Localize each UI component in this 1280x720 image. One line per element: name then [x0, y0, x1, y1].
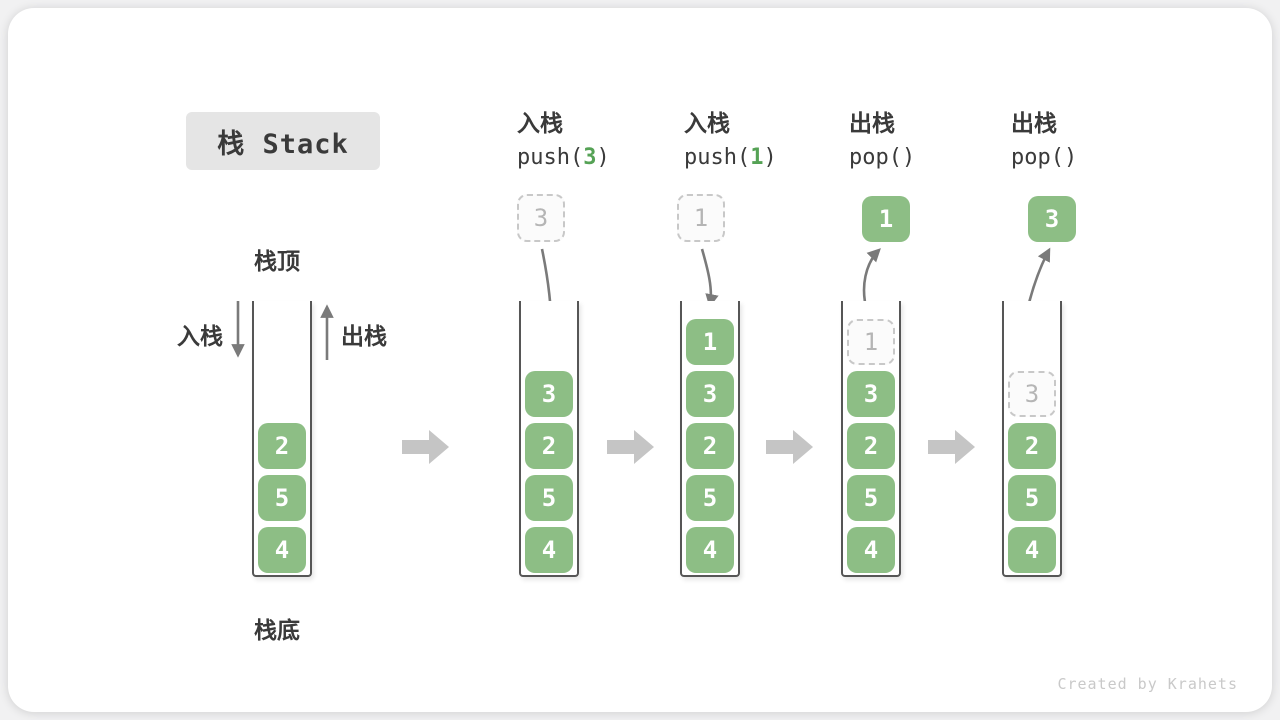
- stack-cell: 2: [525, 423, 573, 469]
- code-pre: push(: [684, 145, 751, 170]
- code-arg: 1: [750, 145, 764, 170]
- stack-cell: 4: [847, 527, 895, 573]
- stack-cell: 5: [847, 475, 895, 521]
- code-arg: 3: [583, 145, 597, 170]
- stack-cell: 4: [1008, 527, 1056, 573]
- popped-value-box: 3: [1028, 196, 1076, 242]
- code-post: ): [763, 145, 777, 170]
- popped-value-box: 1: [862, 196, 910, 242]
- stage-code-label: pop(): [849, 145, 915, 170]
- stack-cell: 2: [1008, 423, 1056, 469]
- stack-cell: 5: [686, 475, 734, 521]
- stack-cell: 5: [525, 475, 573, 521]
- stage-header-push-3: 入栈 push(3): [517, 104, 610, 170]
- stack-cell: 3: [847, 371, 895, 417]
- code-pre: pop(): [849, 145, 916, 170]
- stack-after-push-3: 3 2 5 4: [519, 301, 579, 577]
- stage-code-label: pop(): [1011, 145, 1077, 170]
- stack-cell: 2: [686, 423, 734, 469]
- stage-code-label: push(1): [684, 145, 777, 170]
- stage-header-pop-1: 出栈 pop(): [849, 104, 915, 170]
- code-post: ): [596, 145, 610, 170]
- stage-action-label: 入栈: [684, 110, 730, 136]
- stack-cell: 2: [847, 423, 895, 469]
- stack-cell-removed: 3: [1008, 371, 1056, 417]
- stack-cell: 3: [686, 371, 734, 417]
- stack-cell: 1: [686, 319, 734, 365]
- stage-header-push-1: 入栈 push(1): [684, 104, 777, 170]
- stack-top-label: 栈顶: [254, 248, 300, 274]
- pushed-value-box: 3: [517, 194, 565, 242]
- credit-text: Created by Krahets: [1057, 675, 1238, 693]
- pushed-value-box: 1: [677, 194, 725, 242]
- stage-header-pop-3: 出栈 pop(): [1011, 104, 1077, 170]
- stage-action-label: 入栈: [517, 110, 563, 136]
- stack-cell: 3: [525, 371, 573, 417]
- stack-cell: 2: [258, 423, 306, 469]
- stack-cell: 5: [258, 475, 306, 521]
- stack-after-push-1: 1 3 2 5 4: [680, 301, 740, 577]
- stack-cell: 5: [1008, 475, 1056, 521]
- stage-action-label: 出栈: [849, 110, 895, 136]
- stage-action-label: 出栈: [1011, 110, 1057, 136]
- code-pre: push(: [517, 145, 584, 170]
- push-side-label: 入栈: [177, 323, 223, 349]
- stack-initial: 2 5 4: [252, 301, 312, 577]
- stack-cell: 4: [258, 527, 306, 573]
- stack-during-pop-3: 3 2 5 4: [1002, 301, 1062, 577]
- stack-cell: 4: [525, 527, 573, 573]
- stack-cell: 4: [686, 527, 734, 573]
- diagram-title: 栈 Stack: [186, 112, 380, 170]
- pop-side-label: 出栈: [341, 323, 387, 349]
- code-pre: pop(): [1011, 145, 1078, 170]
- stack-during-pop-1: 1 3 2 5 4: [841, 301, 901, 577]
- stack-bottom-label: 栈底: [254, 617, 300, 643]
- stack-cell-removed: 1: [847, 319, 895, 365]
- stage-code-label: push(3): [517, 145, 610, 170]
